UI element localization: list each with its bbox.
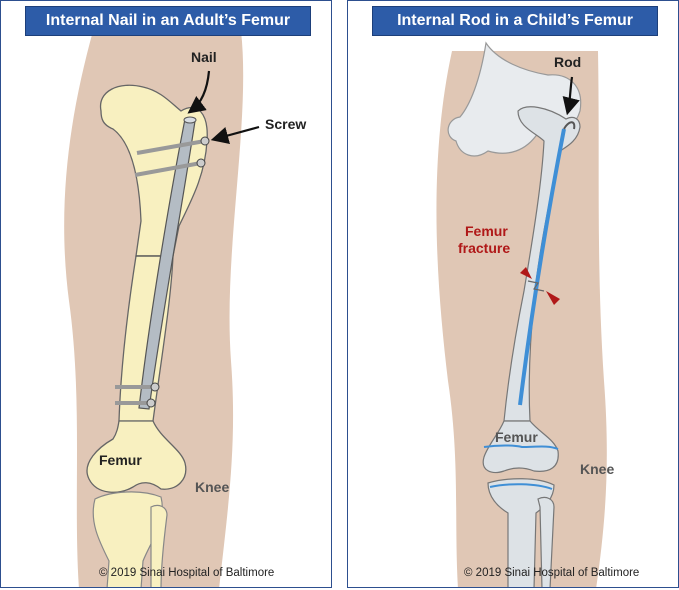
femur-label-child: Femur bbox=[495, 429, 538, 445]
child-femur-illustration bbox=[436, 41, 607, 587]
intramedullary-rod bbox=[518, 128, 566, 406]
fracture-marker-lower bbox=[546, 291, 560, 305]
knee-label: Knee bbox=[195, 479, 230, 495]
child-femur-panel: Internal Rod in a Child’s Femur Rod Femu… bbox=[347, 0, 679, 588]
copyright-text: © 2019 Sinai Hospital of Baltimore bbox=[99, 567, 275, 579]
rod-arrow bbox=[562, 76, 580, 116]
adult-panel-title: Internal Nail in an Adult’s Femur bbox=[25, 6, 311, 36]
femur-label: Femur bbox=[99, 452, 142, 468]
nail-label: Nail bbox=[191, 49, 217, 65]
copyright-text-child: © 2019 Sinai Hospital of Baltimore bbox=[464, 567, 640, 579]
screw-arrow bbox=[210, 125, 260, 145]
child-panel-title: Internal Rod in a Child’s Femur bbox=[372, 6, 658, 36]
screw-label: Screw bbox=[265, 116, 307, 132]
adult-femur-illustration bbox=[64, 31, 260, 587]
intramedullary-nail bbox=[138, 118, 196, 410]
nail-arrow bbox=[187, 70, 211, 114]
femur-distal bbox=[86, 420, 187, 493]
fibula bbox=[150, 504, 168, 587]
fibula-child bbox=[537, 496, 555, 587]
knee-label-child: Knee bbox=[580, 461, 615, 477]
fracture-label-line2: fracture bbox=[458, 240, 511, 256]
fracture-label-line1: Femur bbox=[465, 223, 508, 239]
rod-label: Rod bbox=[554, 54, 582, 70]
fracture-marker-upper bbox=[520, 267, 532, 279]
adult-femur-panel: Internal Nail in an Adult’s Femur Nail S… bbox=[0, 0, 332, 588]
